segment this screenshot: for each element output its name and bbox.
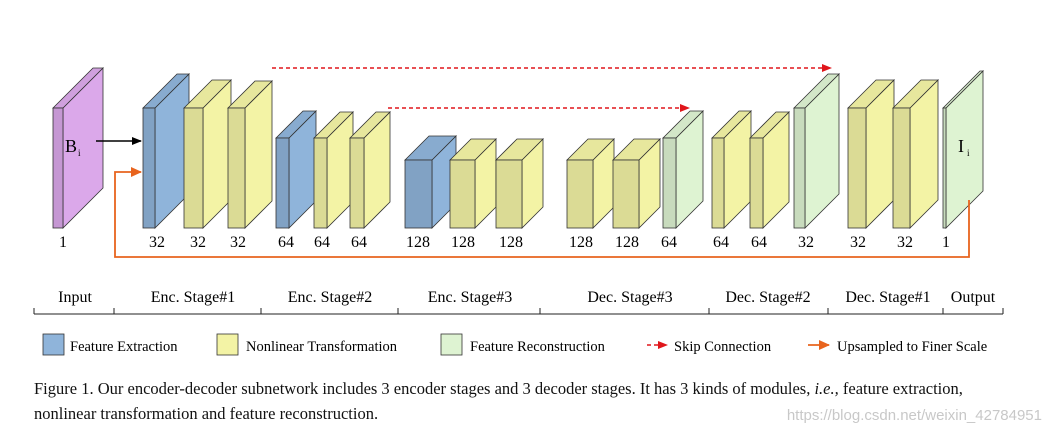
legend-label-upsample: Upsampled to Finer Scale	[837, 339, 987, 355]
enc1-extract-block	[142, 73, 190, 229]
channel-label: 128	[499, 234, 523, 251]
legend-label-nonlinear: Nonlinear Transformation	[246, 339, 398, 355]
channel-label: 64	[314, 234, 330, 251]
upsample-connection	[114, 167, 970, 258]
channel-label: 128	[406, 234, 430, 251]
stage-label: Dec. Stage#2	[725, 289, 810, 306]
stage-label: Output	[951, 289, 996, 306]
channel-label: 64	[751, 234, 767, 251]
channel-label: 32	[850, 234, 866, 251]
legend-label-skip: Skip Connection	[674, 339, 772, 355]
channel-label: 64	[351, 234, 367, 251]
dec3-reconstruct-block	[662, 110, 704, 229]
connectors-layer	[96, 64, 970, 258]
enc3-nonlinear-block-2	[495, 138, 544, 229]
channel-label: 32	[798, 234, 814, 251]
caption-text-2: feature extraction, nonlinear transforma…	[34, 379, 963, 423]
dec2-nonlinear-block-1	[711, 110, 752, 229]
stage-label: Enc. Stage#1	[151, 289, 235, 306]
channel-label: 128	[569, 234, 593, 251]
caption-ie: i.e.,	[814, 379, 839, 398]
watermark: https://blog.csdn.net/weixin_42784951	[786, 407, 1042, 424]
stage-label: Enc. Stage#2	[288, 289, 372, 306]
output-block	[942, 70, 984, 229]
legend-layer: Feature Extraction Nonlinear Transformati…	[42, 333, 987, 356]
channel-label: 32	[230, 234, 246, 251]
enc1-nonlinear-block-1	[183, 79, 232, 229]
blocks-layer	[52, 67, 984, 229]
stage-label: Input	[58, 289, 92, 306]
channel-label: 64	[278, 234, 294, 251]
dec1-nonlinear-block-2	[892, 79, 939, 229]
stage-label: Dec. Stage#1	[845, 289, 930, 306]
channel-label: 128	[451, 234, 475, 251]
input-label-subscript: i	[78, 148, 81, 158]
channel-label: 32	[897, 234, 913, 251]
enc2-nonlinear-block-1	[313, 111, 354, 229]
input-block	[52, 67, 104, 229]
channel-label: 64	[661, 234, 677, 251]
enc3-nonlinear-block-1	[449, 138, 497, 229]
channel-label: 1	[942, 234, 950, 251]
channel-label: 128	[615, 234, 639, 251]
figure-caption: Figure 1. Our encoder-decoder subnetwork…	[34, 376, 1024, 426]
dec3-nonlinear-block-2	[612, 138, 661, 229]
dec3-nonlinear-block-1	[566, 138, 615, 229]
enc2-nonlinear-block-2	[349, 111, 391, 229]
enc1-nonlinear-block-2	[227, 80, 273, 229]
output-label: I	[958, 136, 964, 156]
enc2-extract-block	[275, 110, 317, 229]
legend-swatch-feature-extraction	[42, 333, 65, 356]
legend-swatch-nonlinear	[216, 333, 239, 356]
channel-label: 64	[713, 234, 729, 251]
output-label-subscript: i	[967, 148, 970, 158]
stage-label: Enc. Stage#3	[428, 289, 512, 306]
dec2-reconstruct-block	[793, 73, 840, 229]
legend-label-feature-extraction: Feature Extraction	[70, 339, 178, 355]
dec2-nonlinear-block-2	[749, 111, 790, 229]
dec1-nonlinear-block-1	[847, 79, 895, 229]
input-label: B	[65, 136, 77, 156]
stage-label: Dec. Stage#3	[587, 289, 672, 306]
legend-label-reconstruction: Feature Reconstruction	[470, 339, 606, 355]
enc3-extract-block	[404, 135, 457, 229]
channel-label: 32	[149, 234, 165, 251]
caption-text-1: Figure 1. Our encoder-decoder subnetwork…	[34, 379, 815, 398]
stage-layer: Input Enc. Stage#1 Enc. Stage#2 Enc. Stage#…	[33, 289, 1004, 315]
channel-label: 32	[190, 234, 206, 251]
legend-swatch-reconstruction	[440, 333, 463, 356]
channel-label: 1	[59, 234, 67, 251]
